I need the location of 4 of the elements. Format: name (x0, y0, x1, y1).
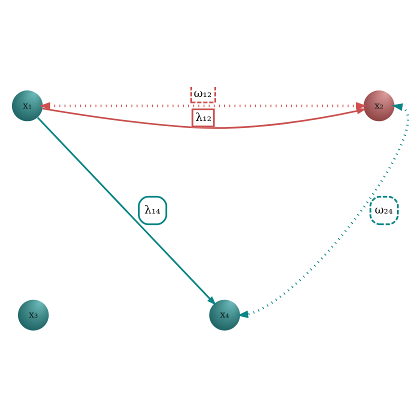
edge-label: λ₁₂ (195, 110, 212, 124)
edge-label: λ₁₄ (144, 202, 160, 216)
edge-label: ω₁₂ (194, 86, 212, 100)
edge-label: ω₂₄ (374, 202, 393, 216)
